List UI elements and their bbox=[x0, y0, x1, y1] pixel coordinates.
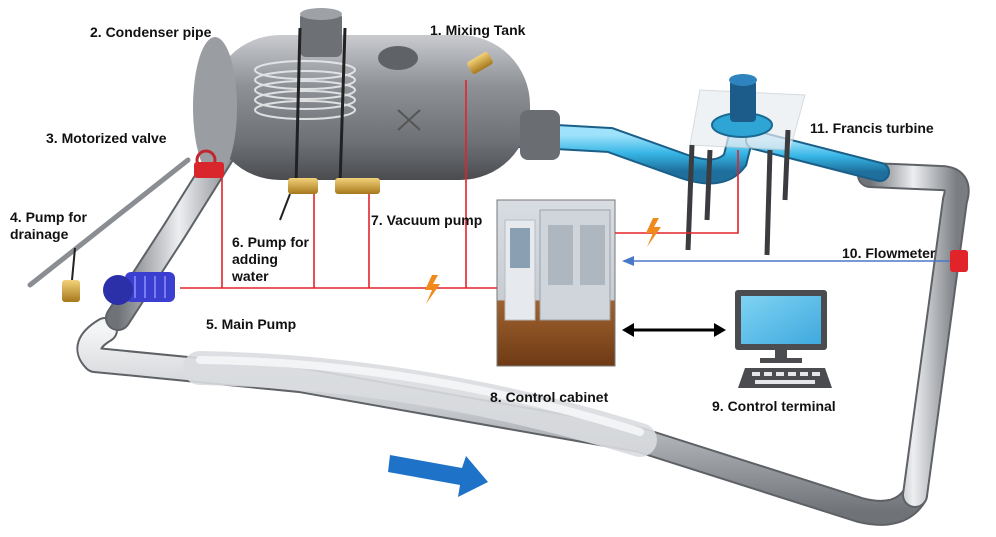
label-motorized-valve: 3. Motorized valve bbox=[46, 130, 167, 146]
label-francis-turbine: 11. Francis turbine bbox=[810, 120, 934, 136]
flow-direction-arrow bbox=[388, 455, 488, 497]
brass-pumps bbox=[279, 178, 380, 221]
mixing-tank bbox=[193, 8, 560, 186]
double-arrow-icon bbox=[622, 323, 726, 337]
keyboard-icon bbox=[738, 368, 832, 388]
lightning-icon bbox=[646, 218, 661, 247]
main-pump bbox=[103, 272, 175, 305]
label-pump-drainage: 4. Pump for drainage bbox=[10, 209, 88, 242]
monitor-icon bbox=[735, 290, 827, 363]
drainage-pump bbox=[62, 247, 80, 302]
label-control-cabinet: 8. Control cabinet bbox=[490, 389, 609, 405]
motorized-valve bbox=[27, 149, 224, 288]
lightning-icon bbox=[425, 275, 440, 304]
label-control-terminal: 9. Control terminal bbox=[712, 398, 836, 414]
flowmeter-signal-line bbox=[622, 256, 950, 266]
control-cabinet-photo bbox=[496, 199, 616, 367]
flowmeter bbox=[950, 250, 968, 272]
label-main-pump: 5. Main Pump bbox=[206, 316, 297, 332]
label-vacuum-pump: 7. Vacuum pump bbox=[371, 212, 483, 228]
label-pump-adding-water: 6. Pump for adding water bbox=[232, 234, 310, 284]
label-flowmeter: 10. Flowmeter bbox=[842, 245, 936, 261]
label-condenser-pipe: 2. Condenser pipe bbox=[90, 24, 212, 40]
label-mixing-tank: 1. Mixing Tank bbox=[430, 22, 526, 38]
